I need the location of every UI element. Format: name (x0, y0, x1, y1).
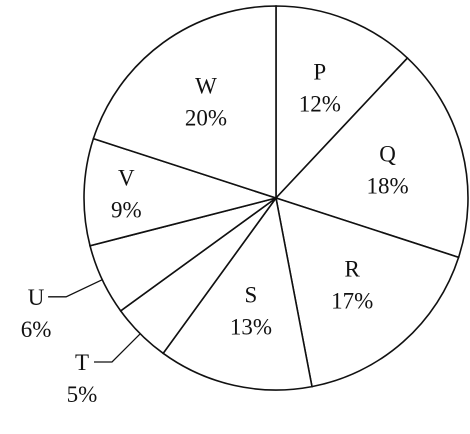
slice-name-q: Q (379, 141, 396, 166)
slice-name-t: T (75, 350, 89, 375)
slice-percent-u: 6% (21, 317, 52, 342)
pie-slices (83, 5, 469, 391)
slice-percent-s: 13% (230, 314, 272, 339)
leader-line-t (94, 333, 141, 363)
slice-name-p: P (313, 59, 326, 84)
slice-name-w: W (195, 74, 217, 99)
slice-percent-p: 12% (299, 91, 341, 116)
pie-slice-r (274, 196, 460, 388)
pie-slice-w (92, 5, 277, 200)
slice-name-s: S (245, 282, 258, 307)
slice-name-v: V (118, 165, 135, 190)
pie-slice-p (275, 5, 409, 201)
slice-percent-t: 5% (67, 382, 98, 407)
slice-name-u: U (28, 285, 45, 310)
slice-percent-v: 9% (111, 197, 142, 222)
slice-percent-q: 18% (367, 173, 409, 198)
slice-name-r: R (345, 256, 361, 281)
leader-line-u (48, 279, 103, 298)
slice-percent-r: 17% (331, 288, 373, 313)
pie-slice-q (274, 56, 469, 259)
slice-percent-w: 20% (185, 106, 227, 131)
pie-slice-v (83, 137, 279, 247)
pie-slice-s (162, 196, 313, 391)
pie-labels: P 12% Q 18% R 17% S 13% T 5% U 6% V 9% W 20% (21, 59, 409, 407)
